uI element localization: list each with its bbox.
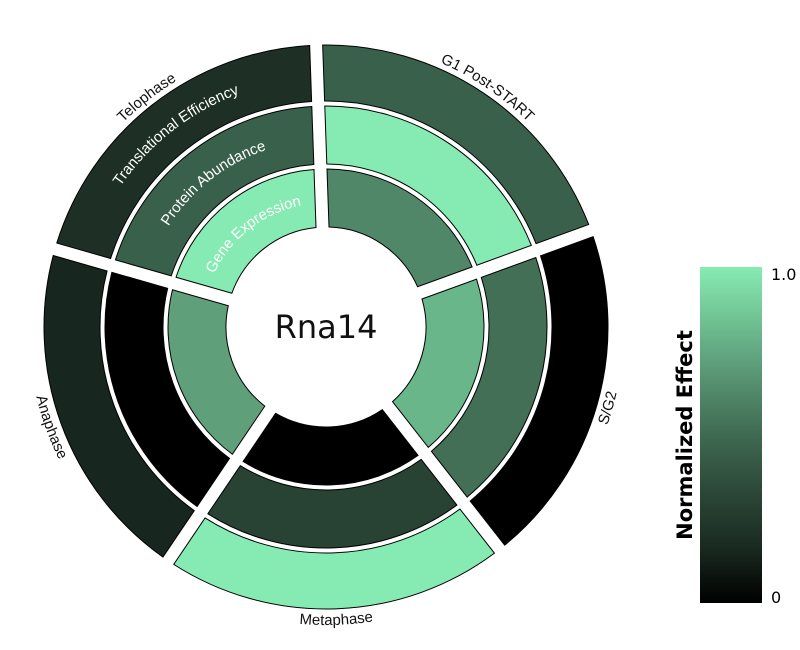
colorbar: 1.0 0 Normalized Effect — [673, 265, 796, 607]
segment-telophase-gene-expression — [175, 168, 317, 294]
segment-telophase-protein-abundance — [114, 105, 315, 277]
colorbar-tick-max: 1.0 — [771, 265, 796, 284]
segment-metaphase-protein-abundance — [207, 458, 458, 549]
segment-telophase-translational-efficiency — [56, 44, 313, 260]
segment-s-g2-gene-expression — [391, 278, 485, 449]
segment-anaphase-gene-expression — [167, 289, 266, 455]
segment-metaphase-gene-expression — [242, 408, 419, 486]
colorbar-title: Normalized Effect — [673, 330, 697, 540]
segment-s-g2-translational-efficiency — [469, 236, 609, 546]
colorbar-tick-min: 0 — [771, 588, 781, 607]
segment-metaphase-translational-efficiency — [173, 508, 496, 610]
center-gene-label: Rna14 — [275, 308, 378, 346]
segments-group — [43, 44, 609, 610]
segment-anaphase-translational-efficiency — [43, 254, 195, 558]
segment-anaphase-protein-abundance — [104, 271, 231, 508]
segment-g1-post-start-protein-abundance — [324, 105, 533, 266]
segment-g1-post-start-translational-efficiency — [322, 44, 590, 245]
colorbar-gradient — [700, 267, 762, 603]
phase-label-metaphase: Metaphase — [299, 608, 374, 629]
segment-s-g2-protein-abundance — [430, 256, 548, 498]
segment-g1-post-start-gene-expression — [326, 168, 473, 288]
